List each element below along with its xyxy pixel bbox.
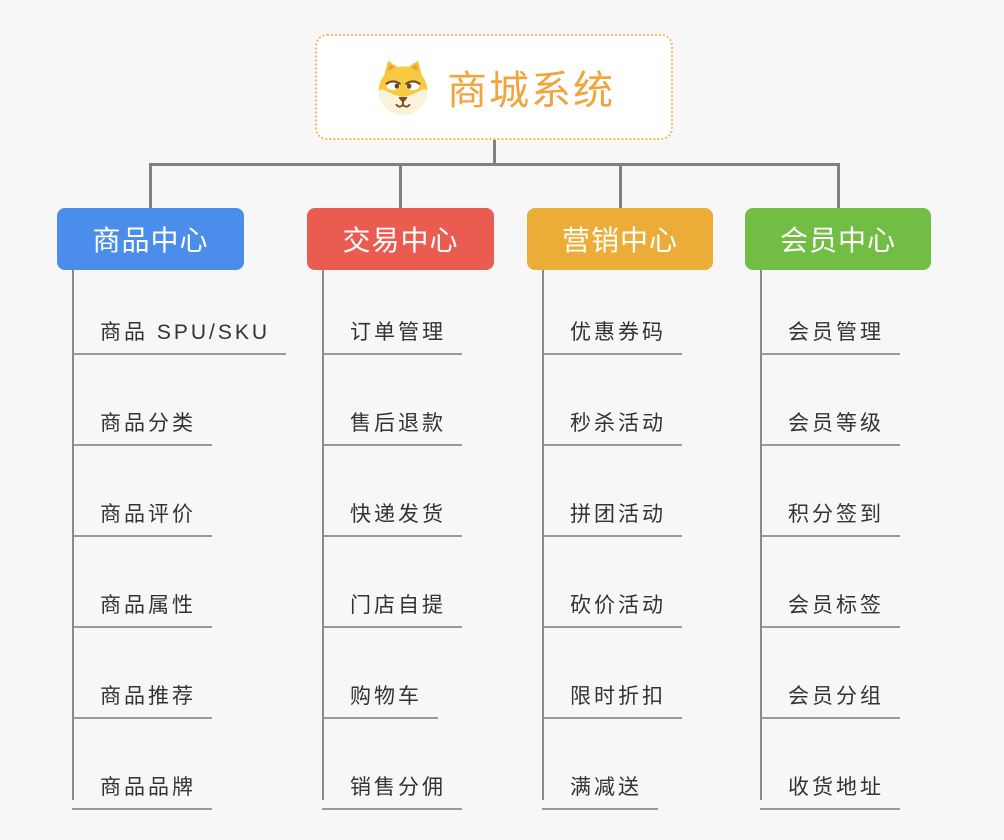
branch-label: 商品中心 — [92, 225, 209, 256]
connector-drop — [618, 163, 622, 210]
leaf-item[interactable]: 满减送 — [542, 773, 658, 810]
leaf-label: 销售分佣 — [350, 776, 446, 799]
leaf-label: 满减送 — [570, 776, 642, 799]
branch-node-3[interactable]: 营销中心 — [527, 208, 713, 270]
root-title: 商城系统 — [447, 69, 615, 113]
branch-node-2[interactable]: 交易中心 — [307, 208, 494, 270]
leaf-item[interactable]: 优惠券码 — [542, 318, 682, 355]
leaf-item[interactable]: 商品分类 — [72, 409, 212, 446]
leaf-item[interactable]: 商品品牌 — [72, 773, 212, 810]
leaf-label: 订单管理 — [350, 321, 446, 344]
leaf-label: 收货地址 — [788, 776, 884, 799]
leaf-item[interactable]: 商品推荐 — [72, 682, 212, 719]
leaf-label: 购物车 — [350, 685, 422, 708]
leaf-label: 砍价活动 — [570, 594, 666, 617]
leaf-label: 商品分类 — [100, 412, 196, 435]
leaf-label: 会员等级 — [788, 412, 884, 435]
leaf-item[interactable]: 积分签到 — [760, 500, 900, 537]
branch-label: 会员中心 — [779, 225, 896, 256]
leaf-item[interactable]: 会员等级 — [760, 409, 900, 446]
branch-label: 交易中心 — [342, 225, 459, 256]
connector-drop — [149, 163, 152, 210]
leaf-item[interactable]: 购物车 — [322, 682, 438, 719]
leaf-label: 会员分组 — [788, 685, 884, 708]
leaf-label: 商品品牌 — [100, 776, 196, 799]
leaf-item[interactable]: 会员标签 — [760, 591, 900, 628]
leaf-label: 门店自提 — [350, 594, 446, 617]
leaf-label: 限时折扣 — [570, 685, 666, 708]
leaf-label: 会员标签 — [788, 594, 884, 617]
leaf-item[interactable]: 商品评价 — [72, 500, 212, 537]
leaf-item[interactable]: 会员分组 — [760, 682, 900, 719]
leaf-label: 拼团活动 — [570, 503, 666, 526]
branch-label: 营销中心 — [561, 225, 678, 256]
leaf-label: 快递发货 — [350, 503, 446, 526]
connector-trunk — [493, 140, 496, 166]
leaf-item[interactable]: 限时折扣 — [542, 682, 682, 719]
dog-icon — [373, 57, 433, 117]
leaf-label: 积分签到 — [788, 503, 884, 526]
leaf-item[interactable]: 订单管理 — [322, 318, 462, 355]
leaf-item[interactable]: 售后退款 — [322, 409, 462, 446]
connector-drop — [836, 163, 840, 210]
leaf-label: 优惠券码 — [570, 321, 666, 344]
leaf-label: 商品属性 — [100, 594, 196, 617]
leaf-column-2: 订单管理售后退款快递发货门店自提购物车销售分佣 — [322, 270, 462, 810]
leaf-item[interactable]: 门店自提 — [322, 591, 462, 628]
leaf-item[interactable]: 收货地址 — [760, 773, 900, 810]
leaf-item[interactable]: 销售分佣 — [322, 773, 462, 810]
leaf-item[interactable]: 砍价活动 — [542, 591, 682, 628]
leaf-column-4: 会员管理会员等级积分签到会员标签会员分组收货地址 — [760, 270, 900, 810]
leaf-label: 商品评价 — [100, 503, 196, 526]
leaf-column-1: 商品 SPU/SKU 商品分类商品评价商品属性商品推荐商品品牌 — [72, 270, 287, 810]
connector-rail — [149, 163, 840, 166]
leaf-item[interactable]: 会员管理 — [760, 318, 900, 355]
branch-node-4[interactable]: 会员中心 — [745, 208, 931, 270]
leaf-item[interactable]: 商品 SPU/SKU — [72, 318, 287, 355]
leaf-label: 商品推荐 — [100, 685, 196, 708]
leaf-item[interactable]: 秒杀活动 — [542, 409, 682, 446]
branch-node-1[interactable]: 商品中心 — [57, 208, 244, 270]
leaf-label: 商品 SPU/SKU — [100, 321, 271, 344]
connector-drop — [399, 163, 402, 210]
root-node[interactable]: 商城系统 — [315, 34, 673, 140]
leaf-label: 会员管理 — [788, 321, 884, 344]
leaf-item[interactable]: 拼团活动 — [542, 500, 682, 537]
leaf-label: 售后退款 — [350, 412, 446, 435]
leaf-item[interactable]: 快递发货 — [322, 500, 462, 537]
leaf-label: 秒杀活动 — [570, 412, 666, 435]
leaf-item[interactable]: 商品属性 — [72, 591, 212, 628]
leaf-column-3: 优惠券码秒杀活动拼团活动砍价活动限时折扣满减送 — [542, 270, 682, 810]
